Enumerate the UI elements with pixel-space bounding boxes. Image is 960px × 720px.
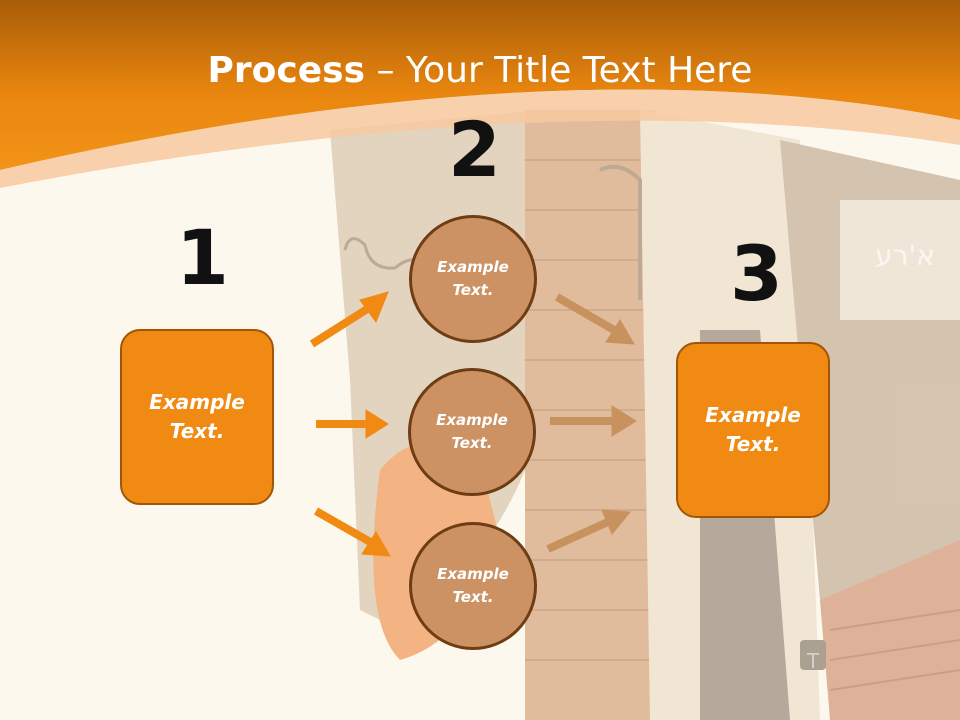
step-2-circle-bottom: Example Text.	[409, 522, 537, 650]
step-number-1: 1	[176, 213, 229, 302]
circle-3-text-line1: Example	[437, 565, 509, 583]
circle-2-text-line1: Example	[436, 411, 508, 429]
title-dash: –	[365, 50, 406, 91]
circle-2-text-line2: Text.	[451, 434, 493, 452]
step-number-3: 3	[730, 229, 783, 318]
step-3-text-line1: Example	[705, 403, 801, 427]
svg-text:T: T	[806, 649, 820, 673]
step-1-box: Example Text.	[120, 329, 274, 505]
step-1-text-line2: Text.	[169, 419, 225, 443]
background-sign-text: א'רע	[875, 239, 935, 272]
step-2-circle-middle: Example Text.	[408, 368, 536, 496]
step-1-text-line1: Example	[149, 390, 245, 414]
slide-title: Process – Your Title Text Here	[0, 50, 960, 91]
step-3-text-line2: Text.	[725, 432, 781, 456]
step-3-box: Example Text.	[676, 342, 830, 518]
circle-1-text-line2: Text.	[452, 281, 494, 299]
title-rest: Your Title Text Here	[405, 50, 753, 91]
step-2-circle-top: Example Text.	[409, 215, 537, 343]
circle-3-text-line2: Text.	[452, 588, 494, 606]
title-bold: Process	[207, 50, 366, 91]
circle-1-text-line1: Example	[437, 258, 509, 276]
step-number-2: 2	[448, 105, 501, 194]
